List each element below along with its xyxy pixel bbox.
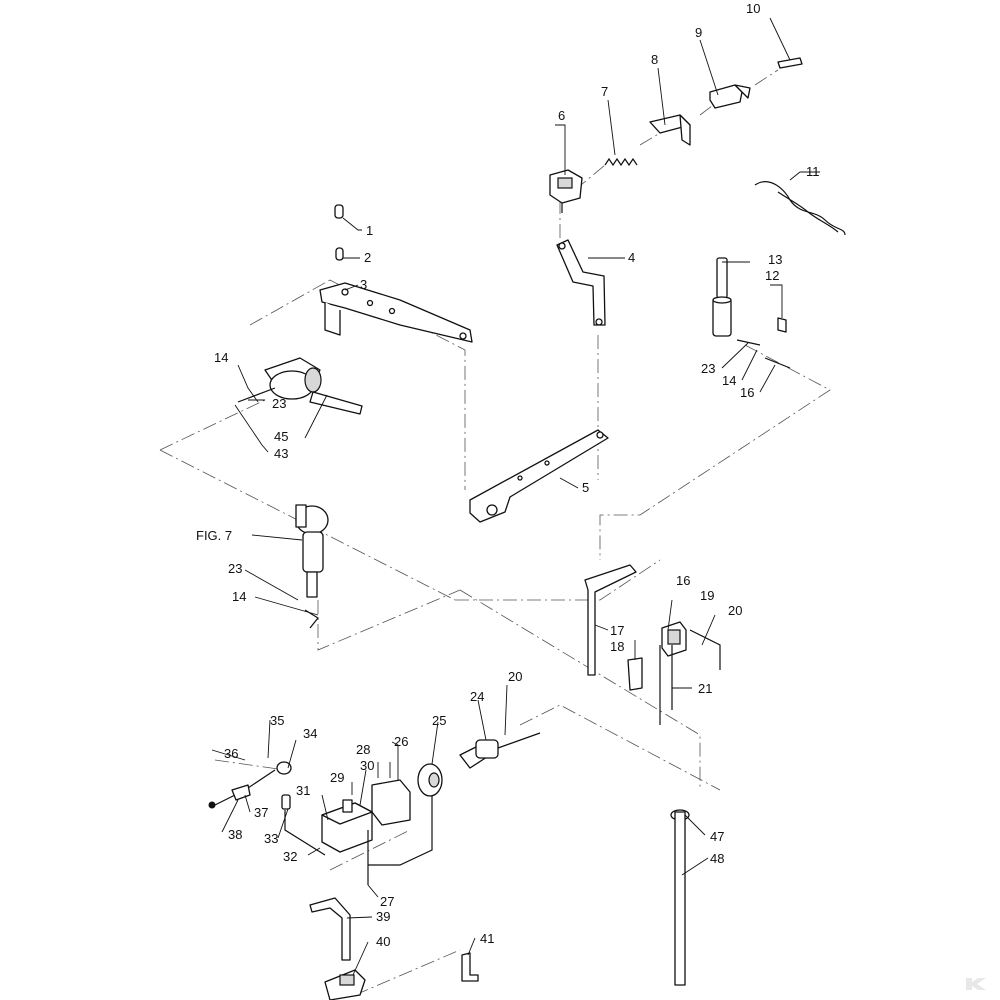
callout-17: 17 [610,623,624,638]
part-45-actuator-pivot [237,357,363,415]
part-6-latch-block [549,169,583,213]
callout-29: 29 [330,770,344,785]
callout-43: 43 [274,446,288,461]
callout-24: 24 [470,689,484,704]
fig7-cylinder [295,504,329,629]
callout-32: 32 [283,849,297,864]
callout-10: 10 [746,1,760,16]
part-40-switch-base [324,969,366,1000]
part-13-actuator [712,257,732,337]
callout-labels: 1 2 3 4 5 6 7 8 9 10 11 12 13 14 14 14 1… [196,1,820,949]
part-34-clamp [276,761,292,775]
callout-37: 37 [254,805,268,820]
part-10-pin [777,57,803,69]
callout-20-right: 20 [728,603,742,618]
part-2-pin [335,247,344,261]
callout-16-right: 16 [740,385,754,400]
part-25-switch [368,763,443,866]
callout-6: 6 [558,108,565,123]
part-11-cable-harness [754,181,846,236]
k-logo-shape [966,978,986,990]
callout-1: 1 [366,223,373,238]
part-20-21-wires [659,629,721,725]
callout-5: 5 [582,480,589,495]
callout-47: 47 [710,829,724,844]
k-logo-icon [966,978,986,990]
part-1-pin [334,204,344,219]
part-3-lift-arm [319,282,473,343]
callout-23-right: 23 [701,361,715,376]
callout-28: 28 [356,742,370,757]
callout-48: 48 [710,851,724,866]
part-19-relay-box [661,621,687,657]
callout-27: 27 [380,894,394,909]
callout-19: 19 [700,588,714,603]
callout-31: 31 [296,783,310,798]
callout-2: 2 [364,250,371,265]
part-33-plug [281,794,291,810]
callout-14-fig7: 14 [232,589,246,604]
callout-11: 11 [806,164,820,179]
leader-lines [211,17,820,976]
callout-35: 35 [270,713,284,728]
part-31-control-box [321,799,373,853]
callout-13: 13 [768,252,782,267]
callout-33: 33 [264,831,278,846]
figure-label: FIG. 7 [196,528,232,543]
callout-23-left: 23 [272,396,286,411]
callout-3: 3 [360,277,367,292]
callout-23-fig7: 23 [228,561,242,576]
part-18-bracket [627,657,643,691]
callout-36: 36 [224,746,238,761]
callout-40: 40 [376,934,390,949]
callout-38: 38 [228,827,242,842]
callout-25: 25 [432,713,446,728]
callout-8: 8 [651,52,658,67]
callout-16-relay: 16 [676,573,690,588]
callout-12: 12 [765,268,779,283]
callout-7: 7 [601,84,608,99]
callout-30: 30 [360,758,374,773]
part-8-plate-bracket [649,114,691,146]
callout-39: 39 [376,909,390,924]
part-9-bracket [709,84,751,109]
part-48-pole [674,811,686,986]
callout-14-left: 14 [214,350,228,365]
callout-20-center: 20 [508,669,522,684]
callout-34: 34 [303,726,317,741]
part-4-bracket-arm [556,239,606,326]
assembly-lines [159,69,831,996]
part-hardware-right [736,339,791,369]
callout-21: 21 [698,681,712,696]
callout-41: 41 [480,931,494,946]
part-7-spring [604,157,638,167]
callout-14-right: 14 [722,373,736,388]
callout-45: 45 [274,429,288,444]
part-41-key [461,952,479,982]
part-24-connector [459,732,541,769]
callout-26: 26 [394,734,408,749]
part-17-bracket [584,564,637,676]
part-26-mount-plate [371,779,411,826]
callout-4: 4 [628,250,635,265]
part-36-38-cable [208,769,276,809]
part-39-bracket [309,897,351,961]
part-12-clip [777,317,787,333]
part-5-link-bar [469,429,609,523]
callout-18: 18 [610,639,624,654]
callout-9: 9 [695,25,702,40]
